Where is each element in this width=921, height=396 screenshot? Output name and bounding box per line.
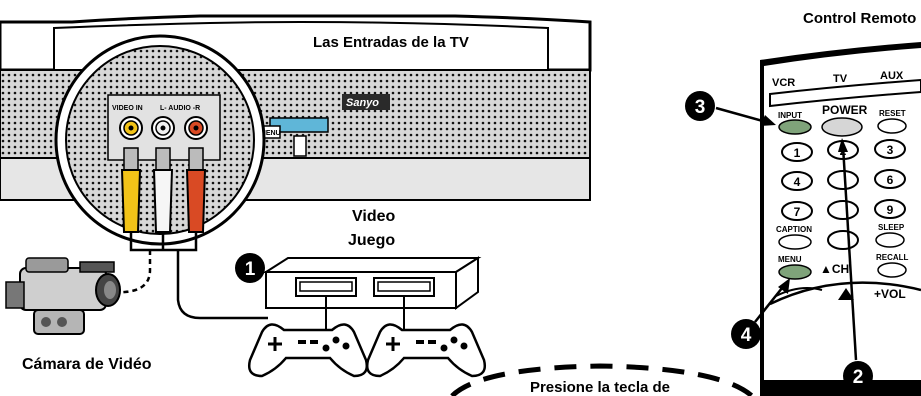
num-9-button[interactable]: [874, 199, 906, 219]
game-label-line1: Video: [352, 208, 396, 225]
remote-label-tv: TV: [833, 73, 848, 85]
caption-button[interactable]: [778, 234, 812, 250]
step-marker-3-number: 3: [695, 97, 706, 118]
mode-selector-bar[interactable]: [769, 78, 921, 108]
num-3-button[interactable]: [874, 139, 906, 159]
num-4-button[interactable]: [781, 171, 813, 191]
recall-label: RECALL: [876, 253, 909, 262]
sleep-label: SLEEP: [878, 223, 905, 232]
tv-input-panel: VIDEO IN L- AUDIO -R: [54, 34, 266, 246]
step-marker-1: 1: [235, 253, 265, 283]
remote-label-aux: AUX: [880, 70, 904, 82]
video-game-console: [262, 256, 482, 330]
num-9-label: 9: [887, 203, 894, 217]
arrow-to-input-icon: [760, 115, 776, 126]
remote-control: VCR TV AUX INPUT POWER RESET 1 2 3 4 6 7…: [760, 42, 921, 396]
num-1-button[interactable]: [781, 142, 813, 162]
tv-menu-button[interactable]: [293, 135, 307, 157]
num-6-button[interactable]: [874, 169, 906, 189]
power-label: POWER: [822, 103, 868, 117]
num-7-button[interactable]: [781, 201, 813, 221]
video-jack[interactable]: [119, 116, 143, 140]
reset-label: RESET: [879, 109, 906, 118]
gamepad-icon: [248, 323, 368, 378]
arrow-to-power-icon: [838, 138, 848, 152]
reset-button[interactable]: [877, 118, 907, 134]
num-5-button[interactable]: [827, 170, 859, 190]
remote-label-vcr: VCR: [772, 77, 795, 89]
step-marker-4: 4: [731, 319, 761, 349]
step-marker-3: 3: [685, 91, 715, 121]
num-6-label: 6: [887, 173, 894, 187]
audio-label: L- AUDIO -R: [160, 105, 200, 112]
input-button[interactable]: [778, 119, 812, 135]
num-1-label: 1: [794, 146, 801, 160]
step-marker-4-number: 4: [741, 325, 752, 346]
audio-left-jack[interactable]: [151, 116, 175, 140]
step-marker-2: 2: [843, 361, 873, 391]
audio-right-jack[interactable]: [184, 116, 208, 140]
ch-down-icon[interactable]: [838, 288, 854, 300]
instruction-bubble: [450, 363, 754, 396]
instruction-bubble-text: Presione la tecla de: [530, 379, 670, 396]
num-0-button[interactable]: [827, 230, 859, 250]
menu-button[interactable]: [778, 264, 812, 280]
tv-inputs-title: Las Entradas de la TV: [313, 34, 469, 51]
num-8-button[interactable]: [827, 200, 859, 220]
ch-up-label: ▲CH: [820, 262, 849, 276]
game-label-line2: Juego: [348, 232, 396, 249]
vol-down-button[interactable]: [775, 287, 823, 297]
arrow-to-menu-icon: [778, 278, 790, 294]
input-label: INPUT: [778, 111, 802, 120]
caption-label: CAPTION: [776, 225, 812, 234]
tv-menu-label: MENU: [260, 130, 281, 137]
step-marker-2-number: 2: [853, 367, 864, 388]
sleep-button[interactable]: [875, 232, 905, 248]
tv-brand-logo: Sanyo: [346, 97, 379, 109]
remote-title: Control Remoto: [803, 10, 917, 27]
tv-power-indicator: [269, 117, 329, 133]
step-marker-1-number: 1: [245, 259, 256, 280]
recall-button[interactable]: [877, 262, 907, 278]
power-button[interactable]: [821, 117, 863, 137]
menu-label: MENU: [778, 255, 802, 264]
av-cables: [97, 232, 268, 320]
camcorder-label: Cámara de Vidéo: [22, 356, 152, 373]
num-7-label: 7: [794, 205, 801, 219]
vol-up-label: +VOL: [874, 287, 906, 301]
video-in-label: VIDEO IN: [112, 105, 143, 112]
gamepad-icon: [366, 323, 486, 378]
camcorder-icon: [5, 257, 121, 335]
num-3-label: 3: [887, 143, 894, 157]
rca-plugs: [120, 147, 207, 233]
num-4-label: 4: [794, 175, 801, 189]
